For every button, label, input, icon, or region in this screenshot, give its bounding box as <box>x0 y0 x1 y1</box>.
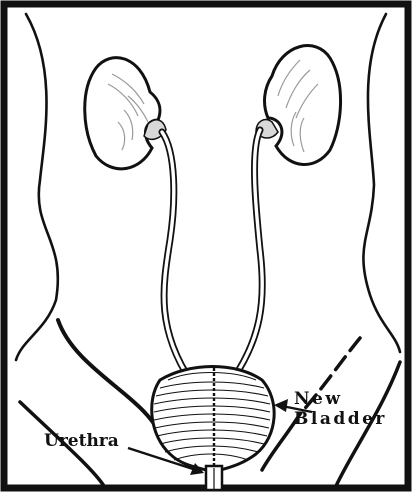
label-urethra: Urethra <box>44 431 119 451</box>
urethra <box>206 466 222 490</box>
label-new: New <box>294 389 343 409</box>
label-bladder: Bladder <box>294 409 387 429</box>
